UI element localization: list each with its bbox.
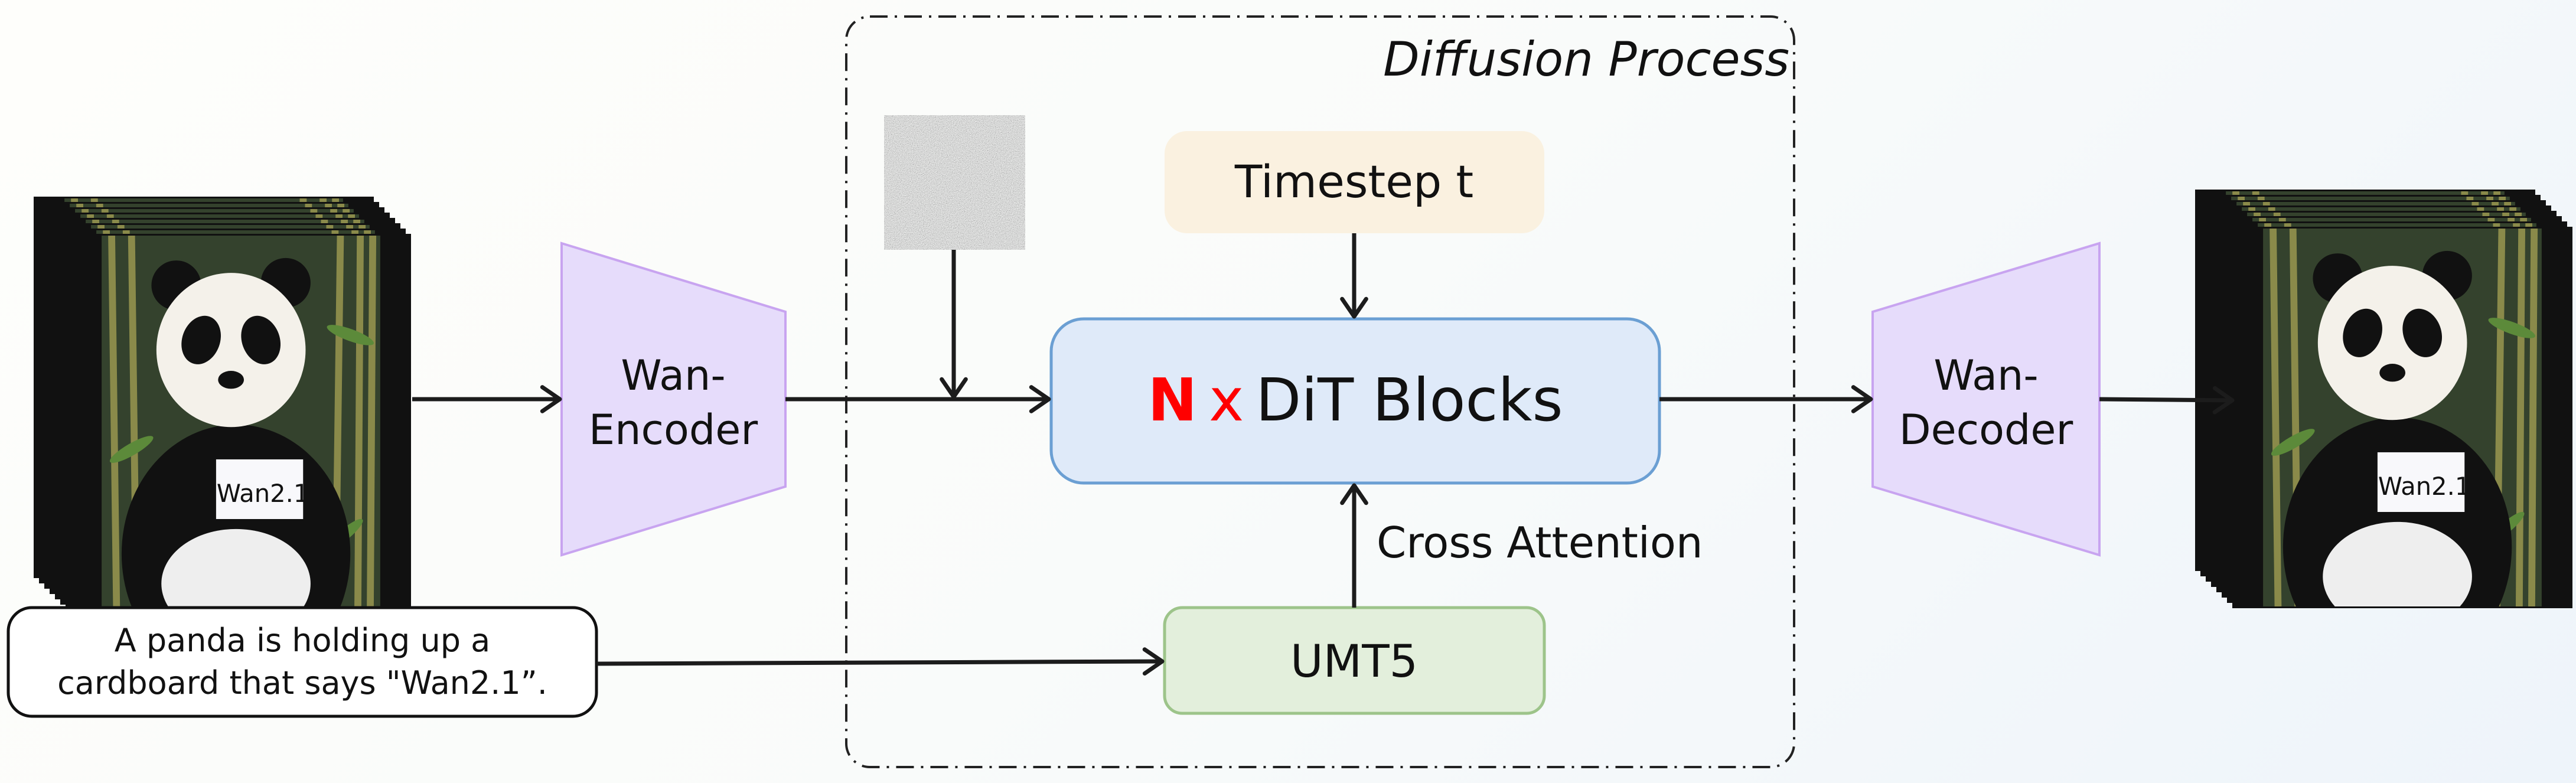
noise-latent bbox=[884, 115, 1025, 250]
sign-text: Wan2.1 bbox=[2378, 472, 2470, 501]
diffusion-process-label: Diffusion Process bbox=[1383, 32, 1789, 87]
arrow-decoder-to-frames bbox=[2099, 386, 2235, 415]
timestep-box bbox=[1165, 131, 1544, 233]
decoder-label: Wan- Decoder bbox=[1899, 351, 2073, 454]
prompt-line2: cardboard that says "Wan2.1”. bbox=[57, 664, 547, 702]
sign-text: Wan2.1 bbox=[217, 479, 309, 508]
arrow-timestep-to-dit bbox=[1340, 233, 1368, 319]
diffusion-process-region bbox=[845, 15, 1795, 768]
cross-attention-label: Cross Attention bbox=[1377, 518, 1703, 567]
decoder-line2: Decoder bbox=[1899, 406, 2073, 454]
encoder-label: Wan- Encoder bbox=[589, 351, 758, 454]
video-frame: Wan2.1 bbox=[71, 234, 411, 615]
prompt-text: A panda is holding up a cardboard that sa… bbox=[57, 622, 547, 702]
arrow-noise-to-main bbox=[940, 250, 968, 399]
output-video-frames: Wan2.1 bbox=[2195, 190, 2572, 608]
timestep-label: Timestep t bbox=[1234, 155, 1473, 208]
n-multiplier: N bbox=[1147, 366, 1197, 435]
arrow-encoder-to-dit bbox=[785, 385, 1051, 413]
times-symbol: x bbox=[1209, 366, 1244, 435]
arrow-prompt-to-umt5 bbox=[596, 647, 1165, 676]
umt5-label: UMT5 bbox=[1290, 635, 1418, 687]
encoder-line2: Encoder bbox=[589, 406, 758, 454]
encoder-line1: Wan- bbox=[621, 351, 725, 400]
wan-encoder bbox=[560, 242, 787, 557]
video-frame: Wan2.1 bbox=[2232, 227, 2572, 608]
arrow-frames-to-encoder bbox=[412, 385, 562, 413]
input-video-frames: Wan2.1 bbox=[34, 197, 411, 615]
arrow-umt5-to-dit bbox=[1340, 483, 1368, 608]
decoder-line1: Wan- bbox=[1933, 351, 2038, 400]
wan-decoder bbox=[1871, 242, 2101, 557]
dit-text: DiT Blocks bbox=[1256, 366, 1563, 435]
prompt-line1: A panda is holding up a bbox=[115, 622, 491, 659]
arrow-dit-to-decoder bbox=[1659, 385, 1873, 413]
